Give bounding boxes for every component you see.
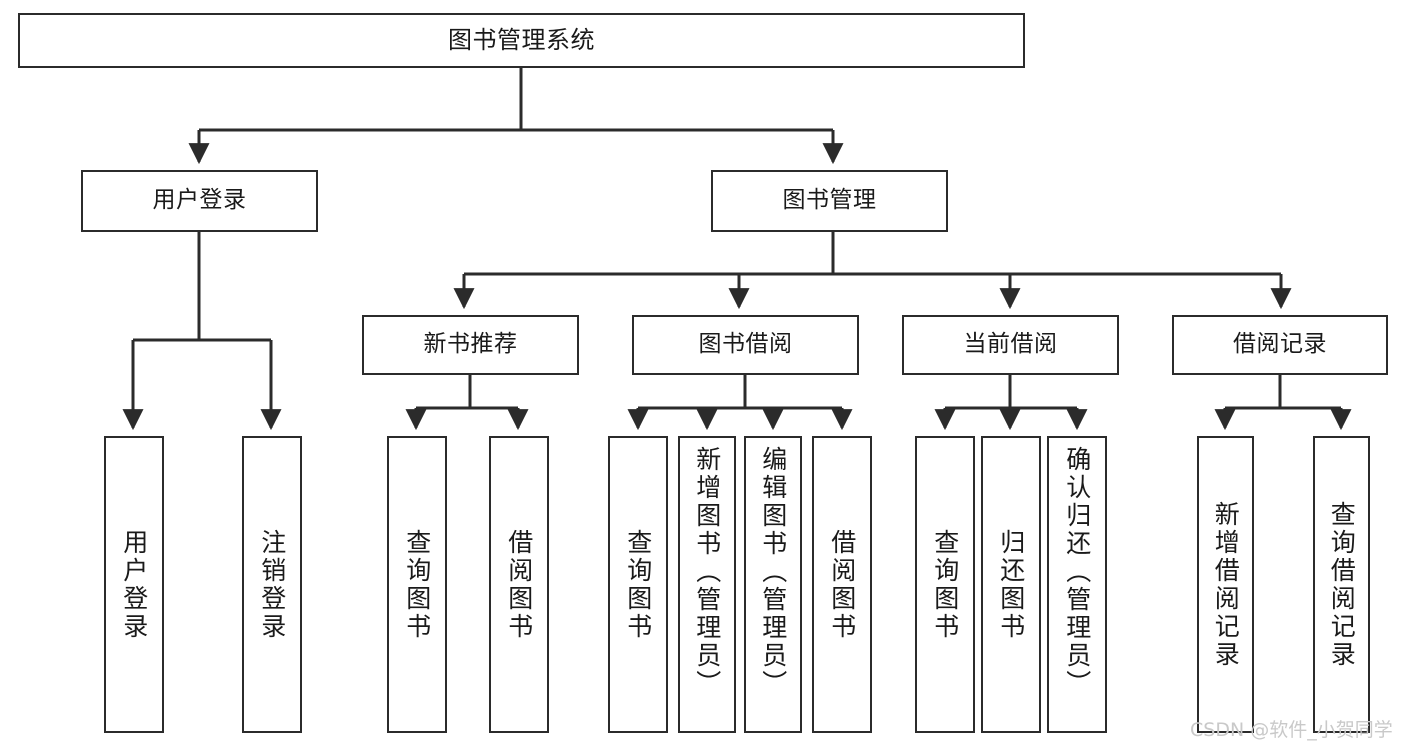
node-label: 借阅图书 <box>827 528 857 641</box>
node-label: 确认归还（管理员） <box>1062 446 1092 698</box>
node-label: 查询图书 <box>402 528 432 641</box>
node-label: 查询借阅记录 <box>1327 500 1357 669</box>
leaf-new-book-query[interactable]: 查询图书 <box>387 436 447 733</box>
node-label: 归还图书 <box>996 528 1026 641</box>
leaf-add-book-admin[interactable]: 新增图书（管理员） <box>678 436 736 733</box>
node-label: 用户登录 <box>152 187 247 214</box>
node-label: 图书借阅 <box>698 331 793 358</box>
leaf-return-book[interactable]: 归还图书 <box>981 436 1041 733</box>
leaf-logout[interactable]: 注销登录 <box>242 436 302 733</box>
leaf-edit-book-admin[interactable]: 编辑图书（管理员） <box>744 436 802 733</box>
node-label: 注销登录 <box>257 528 287 641</box>
node-root-system[interactable]: 图书管理系统 <box>18 13 1025 68</box>
node-label: 新增借阅记录 <box>1211 500 1241 669</box>
node-current-borrow[interactable]: 当前借阅 <box>902 315 1119 375</box>
node-label: 图书管理系统 <box>448 26 595 55</box>
leaf-query-borrow-record[interactable]: 查询借阅记录 <box>1313 436 1370 733</box>
node-label: 借阅图书 <box>504 528 534 641</box>
node-borrow-record[interactable]: 借阅记录 <box>1172 315 1388 375</box>
node-user-login[interactable]: 用户登录 <box>81 170 318 232</box>
node-new-book-recommend[interactable]: 新书推荐 <box>362 315 579 375</box>
node-label: 用户登录 <box>119 528 149 641</box>
node-book-management[interactable]: 图书管理 <box>711 170 948 232</box>
node-label: 编辑图书（管理员） <box>758 446 788 698</box>
leaf-confirm-return-admin[interactable]: 确认归还（管理员） <box>1047 436 1107 733</box>
leaf-add-borrow-record[interactable]: 新增借阅记录 <box>1197 436 1254 733</box>
leaf-user-login[interactable]: 用户登录 <box>104 436 164 733</box>
node-label: 新书推荐 <box>423 331 518 358</box>
leaf-borrow-book[interactable]: 借阅图书 <box>812 436 872 733</box>
node-label: 新增图书（管理员） <box>692 446 722 698</box>
node-label: 查询图书 <box>930 528 960 641</box>
node-book-borrow[interactable]: 图书借阅 <box>632 315 859 375</box>
node-label: 当前借阅 <box>963 331 1058 358</box>
node-label: 图书管理 <box>782 187 877 214</box>
node-label: 借阅记录 <box>1233 331 1327 358</box>
leaf-borrow-query-book[interactable]: 查询图书 <box>608 436 668 733</box>
leaf-new-book-borrow[interactable]: 借阅图书 <box>489 436 549 733</box>
watermark-csdn: CSDN @软件_小贺同学 <box>1190 719 1393 741</box>
node-label: 查询图书 <box>623 528 653 641</box>
leaf-current-query-book[interactable]: 查询图书 <box>915 436 975 733</box>
